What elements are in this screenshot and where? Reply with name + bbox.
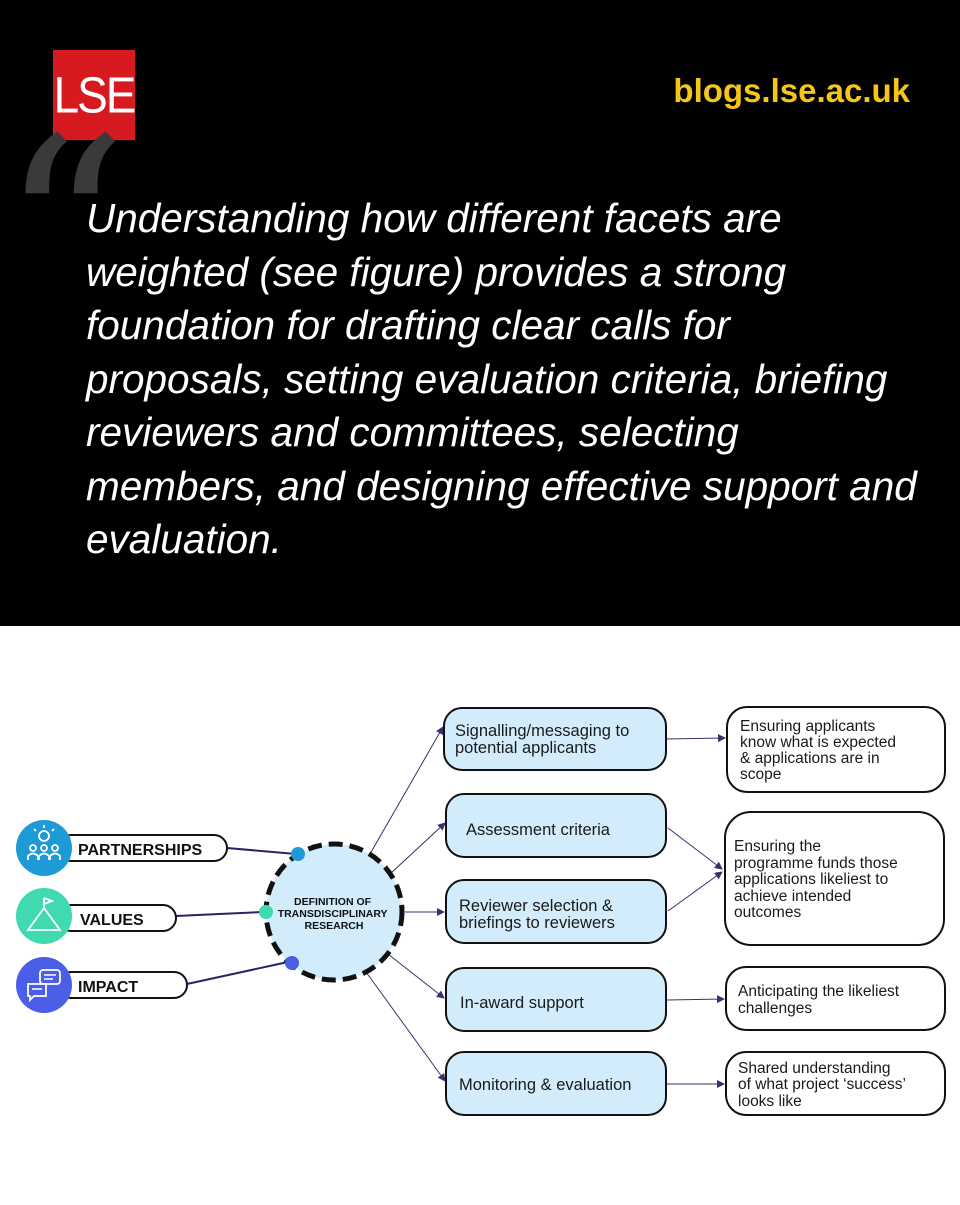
outcome-shared-understanding: Shared understanding of what project ‘su… xyxy=(725,1051,946,1116)
outcome-programme-funds: Ensuring the programme funds those appli… xyxy=(724,811,945,946)
action-label: Monitoring & evaluation xyxy=(459,1076,631,1094)
outcome-label: Shared understanding of what project ‘su… xyxy=(738,1060,910,1110)
facet-label: VALUES xyxy=(80,912,144,929)
facet-dot-impact xyxy=(285,956,299,970)
connector-action-1-outcome xyxy=(665,734,726,743)
connector-impact xyxy=(186,961,289,985)
connector-partnerships xyxy=(226,847,297,855)
action-signalling: Signalling/messaging to potential applic… xyxy=(443,707,667,771)
connector-action-4-outcome xyxy=(666,995,725,1004)
quote-text: Understanding how different facets are w… xyxy=(86,195,917,562)
center-label: DEFINITION OF TRANSDISCIPLINARY RESEARCH xyxy=(278,896,391,932)
action-monitoring-evaluation: Monitoring & evaluation xyxy=(445,1051,667,1116)
figure-area: PARTNERSHIPS VALUES xyxy=(0,626,960,1200)
mountain-flag-icon xyxy=(16,888,72,944)
quote-mark-icon: “ xyxy=(0,85,128,376)
action-reviewer-selection: Reviewer selection & briefings to review… xyxy=(445,879,667,944)
lse-logo: LSE xyxy=(53,49,136,141)
facet-label: PARTNERSHIPS xyxy=(78,842,202,859)
connector-action-2-outcome xyxy=(667,827,723,870)
outcome-label: Ensuring applicants know what is expecte… xyxy=(740,718,900,783)
connector-center-action-2 xyxy=(389,822,446,875)
connector-center-action-5 xyxy=(365,971,446,1082)
quote-card-header: LSE blogs.lse.ac.uk “ Understanding how … xyxy=(0,0,960,626)
chat-bubbles-icon xyxy=(16,957,72,1013)
action-in-award-support: In-award support xyxy=(445,967,667,1032)
facet-partnerships: PARTNERSHIPS xyxy=(16,820,228,876)
action-label: Reviewer selection & briefings to review… xyxy=(459,897,618,932)
facet-impact: IMPACT xyxy=(16,957,188,1013)
outcome-challenges: Anticipating the likeliest challenges xyxy=(725,966,946,1031)
action-label: Assessment criteria xyxy=(466,821,611,839)
outcome-label: Anticipating the likeliest challenges xyxy=(738,983,903,1017)
action-assessment-criteria: Assessment criteria xyxy=(445,793,667,858)
facet-dot-partnerships xyxy=(291,847,305,861)
facet-values: VALUES xyxy=(16,888,177,944)
outcome-applicants: Ensuring applicants know what is expecte… xyxy=(726,706,946,793)
center-node: DEFINITION OF TRANSDISCIPLINARY RESEARCH xyxy=(259,841,405,983)
diagram: PARTNERSHIPS VALUES xyxy=(16,706,946,1116)
site-url[interactable]: blogs.lse.ac.uk xyxy=(673,72,910,109)
connector-action-3-outcome xyxy=(667,871,723,912)
action-label: In-award support xyxy=(460,994,584,1012)
facet-label: IMPACT xyxy=(78,979,138,996)
outcome-label: Ensuring the programme funds those appli… xyxy=(734,838,902,921)
people-lightbulb-icon xyxy=(16,820,72,876)
connector-center-action-4 xyxy=(387,953,445,999)
action-label: Signalling/messaging to potential applic… xyxy=(455,722,634,757)
connector-center-action-1 xyxy=(369,726,444,855)
connector-values xyxy=(175,911,263,917)
facet-dot-values xyxy=(259,905,273,919)
